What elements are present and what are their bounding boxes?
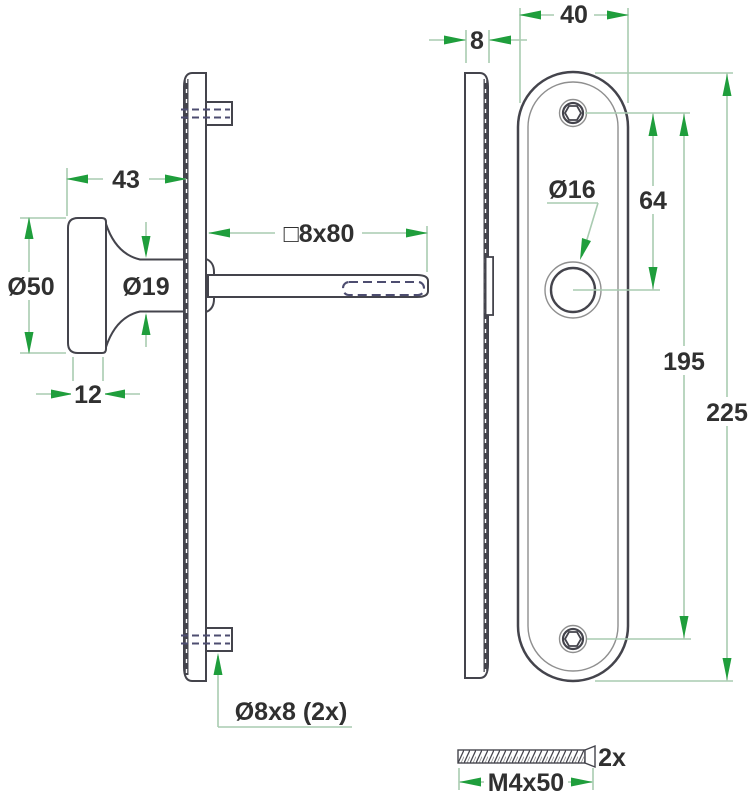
knob-body	[67, 217, 107, 354]
knob-neck-bottom	[105, 310, 185, 348]
dim-plate-width: 40	[519, 1, 629, 103]
plate-front-view	[516, 70, 630, 683]
dim-label-stem-diameter: Ø19	[122, 273, 169, 301]
dim-label-hole-diameter: Ø16	[548, 176, 595, 204]
dim-hole-diameter: Ø16	[547, 176, 599, 260]
dim-knob-diameter: Ø50	[3, 217, 66, 354]
dim-label-knob-depth: 43	[112, 166, 140, 194]
plate-profile-outline	[464, 72, 489, 679]
top-fixing-boss	[205, 101, 233, 126]
dim-label-screw-spacing: 195	[663, 348, 705, 376]
dim-screw: M4x50 2x	[458, 744, 626, 797]
spindle-bar	[207, 274, 429, 298]
plate-front-inner-line	[527, 81, 619, 672]
dim-label-plate-thickness: 8	[470, 27, 484, 55]
screw-side-view	[457, 744, 596, 769]
knob-side-view	[67, 72, 429, 682]
dim-stem-diameter: Ø19	[116, 222, 176, 347]
dim-knob-depth: 43	[66, 166, 187, 216]
spindle-hidden-section	[341, 280, 426, 297]
dim-label-screw-size: M4x50	[488, 769, 564, 797]
knob-neck-top	[105, 223, 185, 261]
dim-label-plate-height: 225	[706, 399, 748, 427]
dim-label-hole-offset: 64	[639, 187, 667, 215]
dim-label-knob-diameter: Ø50	[7, 273, 54, 301]
bottom-screw-hole-countersink	[558, 624, 588, 654]
plate-front-outline	[516, 70, 630, 683]
top-screw-hex	[563, 105, 583, 121]
dim-screw-spacing: 195	[587, 113, 712, 640]
dim-hole-offset: 64	[573, 112, 690, 291]
bottom-fixing-boss	[205, 627, 233, 652]
dim-label-plate-width: 40	[560, 1, 588, 29]
backplate-side-outline	[183, 72, 207, 682]
screw-countersunk-head	[584, 744, 596, 769]
dim-label-fixing-boss: Ø8x8 (2x)	[235, 698, 348, 726]
dim-label-knob-base-width: 12	[74, 381, 102, 409]
bottom-screw-hex	[563, 631, 583, 647]
dim-label-spindle-size: □8x80	[284, 220, 355, 248]
dim-spindle-size: □8x80	[208, 220, 428, 272]
screw-quantity-label: 2x	[598, 744, 626, 772]
dim-fixing-boss: Ø8x8 (2x)	[213, 653, 352, 728]
screw-thread-shaft	[457, 749, 586, 764]
plate-profile-hub	[484, 256, 495, 316]
dim-plate-thickness: 8	[429, 27, 527, 63]
dim-plate-height: 225	[595, 72, 750, 682]
dim-knob-base-width: 12	[36, 357, 140, 409]
plate-side-view	[464, 72, 495, 679]
